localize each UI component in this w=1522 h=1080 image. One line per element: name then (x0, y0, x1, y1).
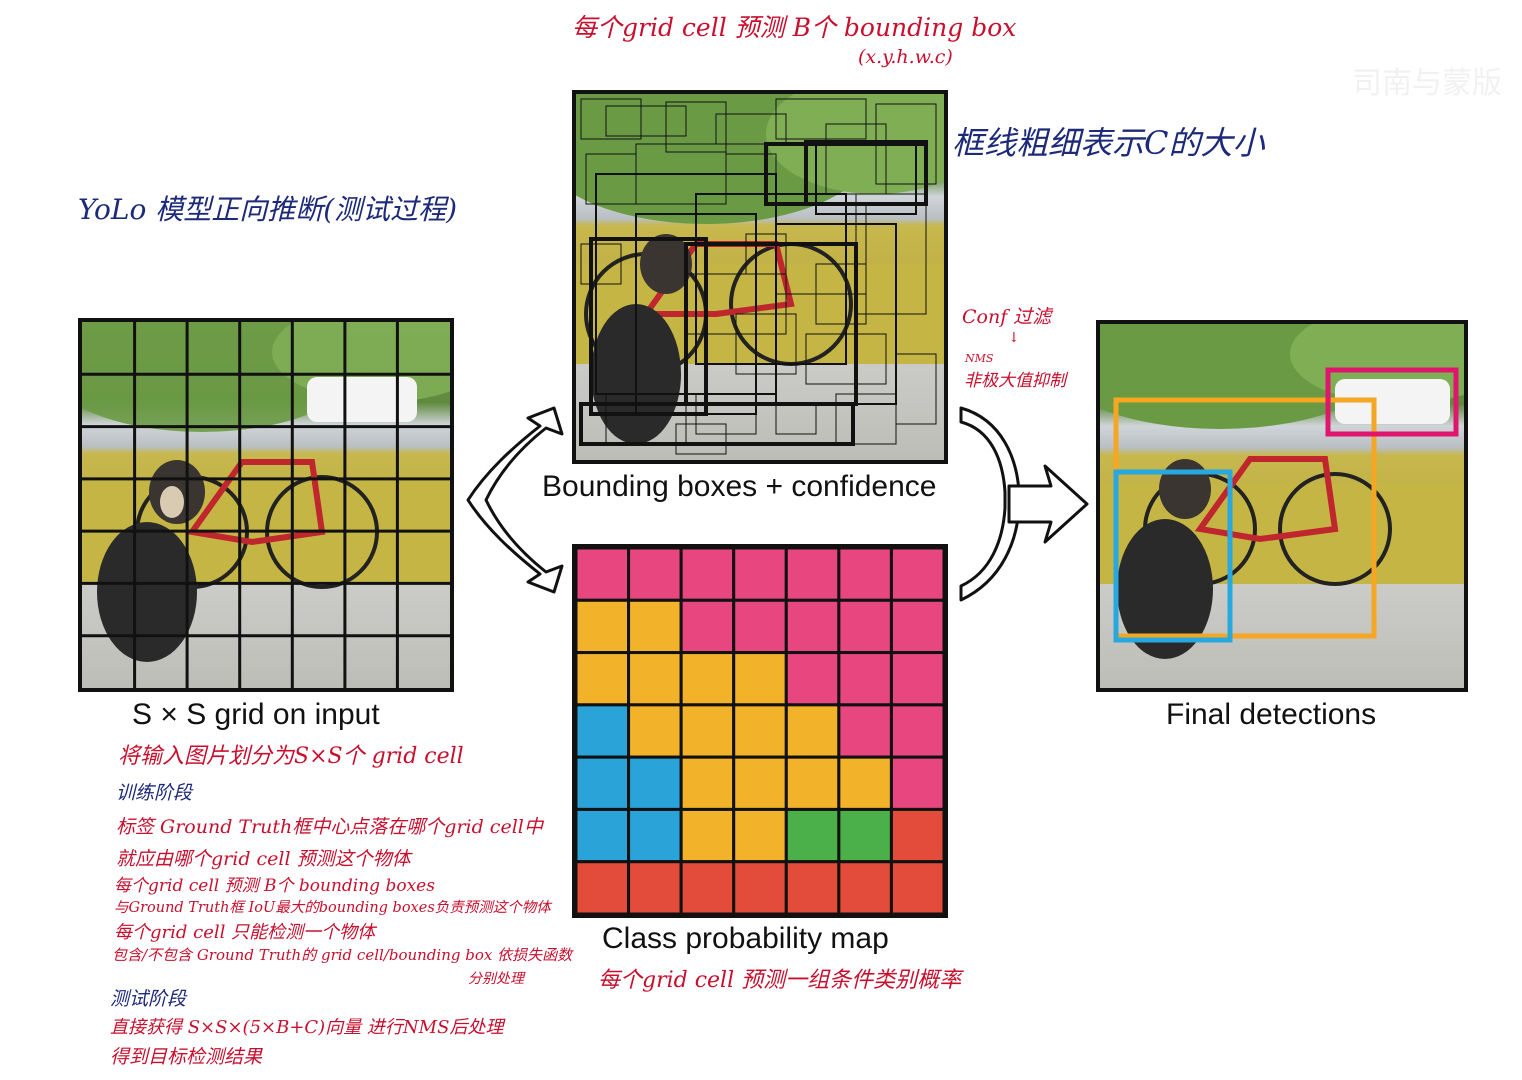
class-cell (576, 703, 631, 759)
class-cell (837, 755, 893, 811)
class-probability-grid (576, 548, 944, 914)
class-cell (576, 755, 631, 811)
detection-box-dog (1113, 469, 1233, 643)
split-arrow-icon (466, 406, 564, 594)
top-note-params: (x.y.h.w.c) (858, 46, 953, 68)
class-cell (732, 548, 788, 602)
class-cell (784, 755, 841, 811)
class-cell (627, 807, 683, 864)
class-cell (784, 703, 841, 759)
training-line: 就应由哪个grid cell 预测这个物体 (116, 848, 411, 870)
training-line: 与Ground Truth框 IoU最大的bounding boxes负责预测这… (114, 900, 551, 916)
input-grid (82, 322, 450, 688)
class-cell (679, 807, 736, 864)
class-cell (679, 598, 736, 655)
thickness-note: 框线粗细表示C的大小 (952, 124, 1265, 162)
caption-bboxes: Bounding boxes + confidence (542, 470, 937, 503)
class-cell (837, 651, 893, 707)
class-cell (679, 703, 736, 759)
class-cell (679, 860, 736, 914)
caption-class-map: Class probability map (602, 922, 889, 955)
class-cell (627, 860, 683, 914)
class-cell (576, 598, 631, 655)
class-cell (784, 807, 841, 864)
watermark: 司南与蒙版 (1352, 66, 1502, 101)
class-cell (837, 703, 893, 759)
class-cell (627, 651, 683, 707)
bbox-overlay (579, 98, 937, 455)
class-cell (576, 860, 631, 914)
testing-heading: 测试阶段 (110, 988, 187, 1010)
conf-filter-note: Conf 过滤 (962, 306, 1052, 328)
diagram-title: YoLo 模型正向推断(测试过程) (78, 193, 458, 226)
testing-line: 得到目标检测结果 (110, 1046, 263, 1068)
class-cell (627, 703, 683, 759)
testing-line: 直接获得 S×S×(5×B+C)向量 进行NMS后处理 (110, 1017, 504, 1038)
class-cell (784, 860, 841, 914)
final-scene (1100, 324, 1464, 659)
class-cell (889, 598, 944, 655)
training-line: 分别处理 (468, 971, 524, 987)
nms-desc: 非极大值抑制 (964, 371, 1066, 391)
class-cell (732, 703, 788, 759)
bbox-image-panel (572, 90, 948, 464)
class-cell (576, 651, 631, 707)
class-cell (837, 860, 893, 914)
class-cell (732, 598, 788, 655)
class-cell (784, 598, 841, 655)
class-cell (732, 755, 788, 811)
class-cell (576, 807, 631, 864)
caption-input: S × S grid on input (132, 698, 380, 731)
detection-box-car (1325, 367, 1459, 437)
class-cell (627, 598, 683, 655)
class-cell (784, 651, 841, 707)
class-cell (784, 548, 841, 602)
training-line: 包含/不包含 Ground Truth的 grid cell/bounding … (112, 946, 573, 964)
class-cell (837, 548, 893, 602)
class-cell (732, 860, 788, 914)
class-cell (679, 651, 736, 707)
class-cell (679, 548, 736, 602)
class-cell (889, 755, 944, 811)
final-image-panel (1096, 320, 1468, 692)
class-cell (576, 548, 631, 602)
class-cell (889, 860, 944, 914)
class-cell (889, 651, 944, 707)
top-note: 每个grid cell 预测 B个 bounding box (572, 13, 1017, 42)
class-map-panel (572, 544, 948, 918)
input-image-panel (78, 318, 454, 692)
class-cell (732, 807, 788, 864)
down-arrow-icon: ↓ (1008, 330, 1020, 346)
training-line: 每个grid cell 预测 B个 bounding boxes (114, 876, 435, 896)
merge-arrow-icon (959, 406, 1089, 602)
training-line: 每个grid cell 只能检测一个物体 (114, 922, 376, 943)
class-cell (837, 598, 893, 655)
class-cell (732, 651, 788, 707)
nms-label: NMS (965, 352, 994, 365)
class-cell (889, 807, 944, 864)
caption-final: Final detections (1166, 698, 1377, 731)
class-cell (889, 703, 944, 759)
class-map-note: 每个grid cell 预测一组条件类别概率 (598, 968, 962, 993)
input-note: 将输入图片划分为S×S个 grid cell (118, 744, 464, 769)
class-cell (889, 548, 944, 602)
training-line: 标签 Ground Truth框中心点落在哪个grid cell中 (116, 816, 543, 838)
training-heading: 训练阶段 (116, 782, 193, 804)
class-cell (837, 807, 893, 864)
class-cell (627, 548, 683, 602)
class-cell (627, 755, 683, 811)
class-cell (679, 755, 736, 811)
